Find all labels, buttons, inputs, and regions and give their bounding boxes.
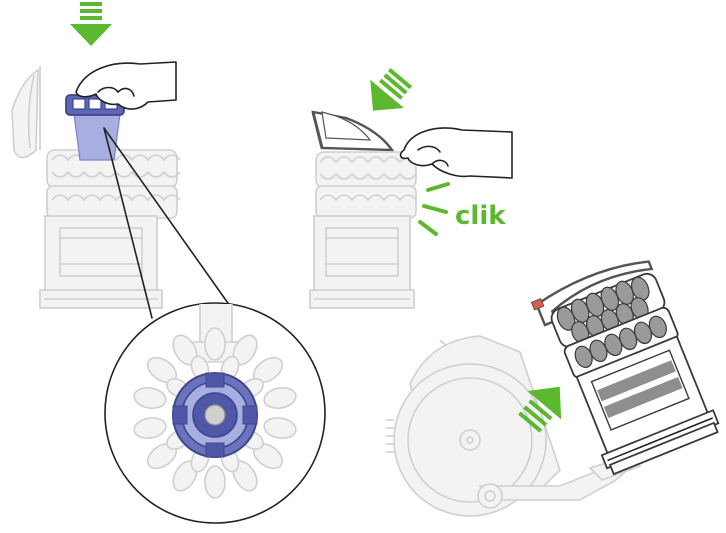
- green-arrow-down-icon: [70, 2, 112, 46]
- green-arrow-diagonal-icon: [356, 63, 418, 125]
- step-1-insert-filter: [12, 2, 180, 308]
- bin-lid: [313, 112, 392, 150]
- click-sound-label: clik: [455, 201, 506, 231]
- open-lid: [12, 66, 40, 158]
- step-2-close-lid: clik: [310, 63, 512, 308]
- click-sound-rays: [420, 184, 448, 234]
- top-view-detail-circle: [105, 303, 325, 523]
- cyclone-body-2: [310, 152, 416, 308]
- cyclone-body: [40, 150, 180, 308]
- filter-top-view: [173, 373, 257, 457]
- step-3-attach-cyclone: [386, 252, 721, 516]
- cyclone-unit: [531, 252, 722, 478]
- hand-illustration-2: [401, 128, 512, 178]
